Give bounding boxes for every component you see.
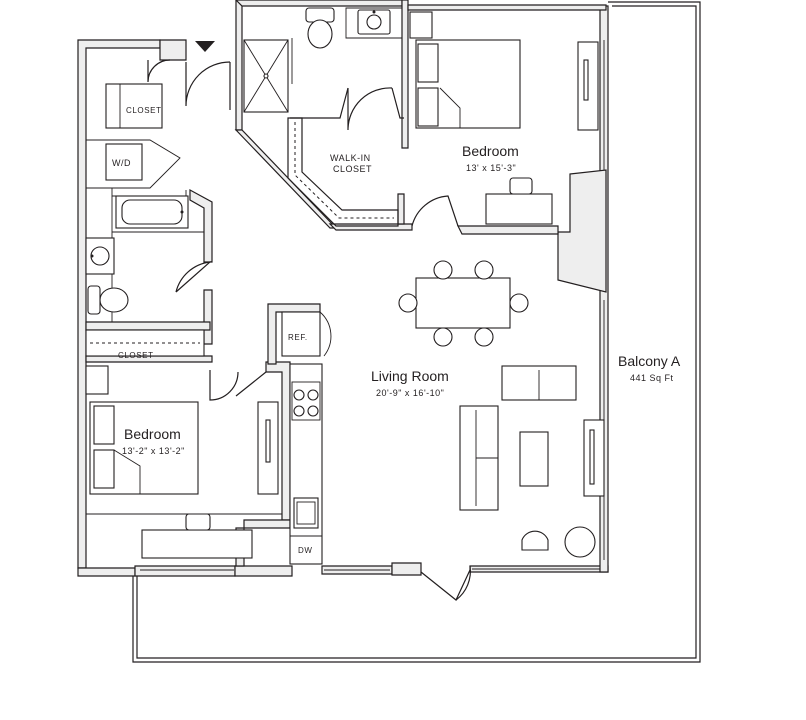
windows bbox=[140, 40, 605, 571]
living-room-name: Living Room bbox=[371, 368, 449, 384]
shower bbox=[243, 39, 289, 113]
bedroom-2-dims: 13'-2" x 13'-2" bbox=[122, 446, 185, 456]
doors bbox=[147, 59, 471, 601]
walk-in-closet-label-1: WALK-IN bbox=[330, 153, 371, 163]
dining-set bbox=[398, 260, 529, 347]
closet-mid-label: CLOSET bbox=[118, 351, 154, 360]
bedroom-1-furniture bbox=[409, 11, 599, 225]
dishwasher-label: DW bbox=[298, 546, 313, 555]
living-furniture bbox=[459, 365, 605, 558]
closet-top-label: CLOSET bbox=[126, 106, 162, 115]
balcony-name: Balcony A bbox=[618, 353, 681, 369]
balcony-outline bbox=[132, 1, 701, 663]
walk-in-closet-label-2: CLOSET bbox=[333, 164, 372, 174]
toilet-top bbox=[305, 7, 335, 49]
bedroom-2-name: Bedroom bbox=[124, 426, 181, 442]
entry-triangle-icon bbox=[195, 41, 215, 52]
balcony-area: 441 Sq Ft bbox=[630, 373, 674, 383]
closet-top: CLOSET bbox=[105, 83, 163, 129]
bedroom-2-furniture bbox=[85, 365, 279, 559]
bedroom-1-name: Bedroom bbox=[462, 143, 519, 159]
refrigerator-label: REF. bbox=[288, 333, 308, 342]
bathtub bbox=[115, 195, 189, 229]
washer-dryer-label: W/D bbox=[112, 158, 131, 168]
sink-top bbox=[357, 9, 391, 35]
walk-in-closet-rail bbox=[287, 87, 404, 227]
living-room-dims: 20'-9" x 16'-10" bbox=[376, 388, 444, 398]
bedroom-1-dims: 13' x 15'-3" bbox=[466, 163, 516, 173]
closet-mid: CLOSET bbox=[85, 329, 205, 360]
toilet-left bbox=[87, 285, 129, 315]
washer-dryer: W/D bbox=[86, 139, 181, 189]
sink-left bbox=[85, 237, 115, 275]
kitchen: REF. DW bbox=[281, 311, 332, 565]
